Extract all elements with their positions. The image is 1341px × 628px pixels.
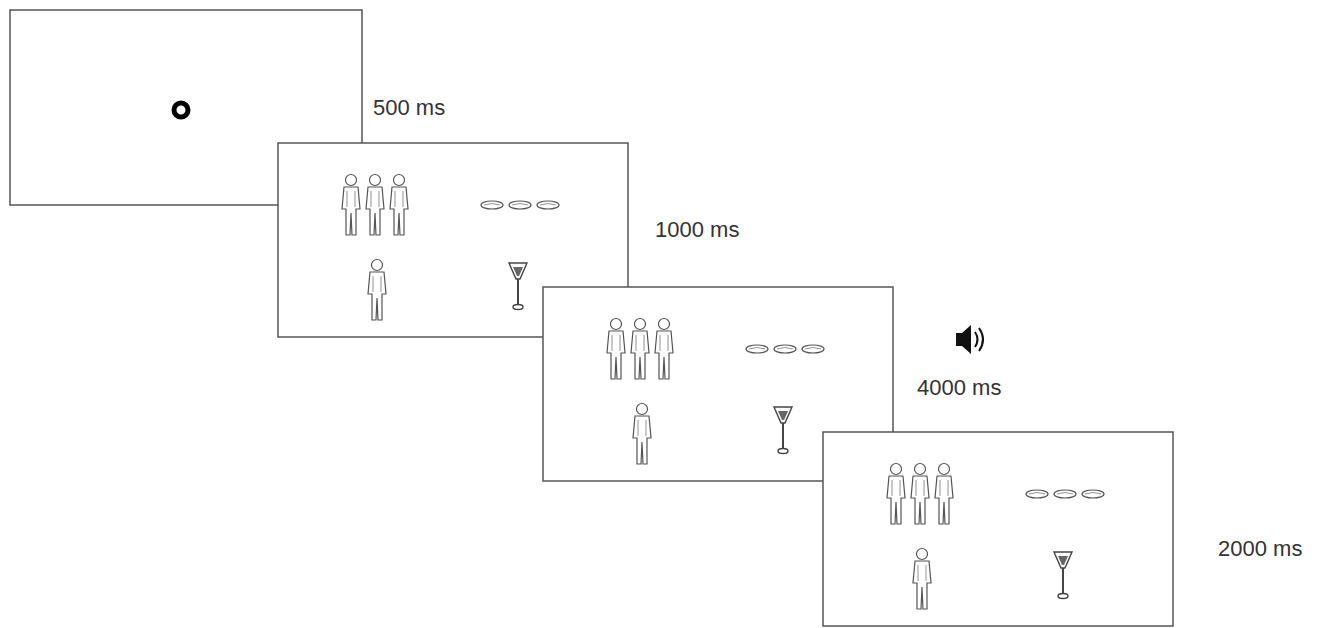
- duration-label: 500 ms: [373, 97, 445, 119]
- duration-label: 1000 ms: [655, 219, 739, 241]
- duration-label: 2000 ms: [1218, 538, 1302, 560]
- response-frame: [823, 432, 1173, 626]
- speaker-icon: [956, 325, 983, 354]
- duration-label: 4000 ms: [917, 377, 1001, 399]
